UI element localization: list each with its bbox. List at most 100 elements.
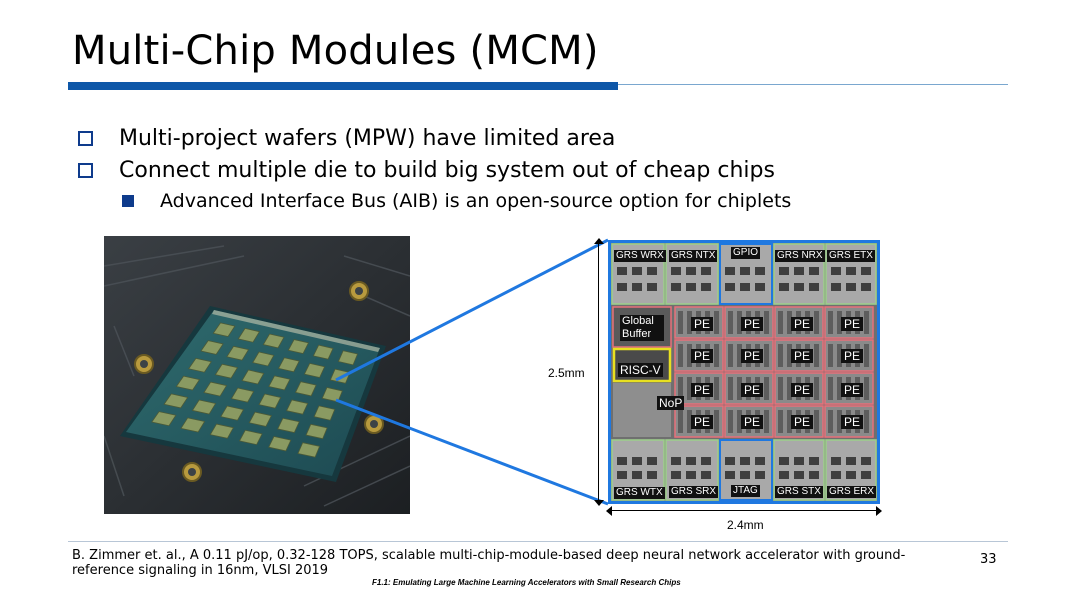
io-pad (755, 471, 765, 479)
pe-stripe (814, 410, 819, 433)
pe-stripe (778, 344, 783, 367)
pe-stripe (678, 410, 683, 433)
sub-bullet-text: Advanced Interface Bus (AIB) is an open-… (160, 190, 792, 212)
chiplet-die (238, 429, 263, 446)
arrow-left-icon (606, 506, 612, 516)
io-pad (686, 471, 696, 479)
pe-stripe (864, 311, 869, 334)
pe-stripe (828, 377, 833, 400)
chiplet-die (268, 375, 291, 391)
width-dimension-line (608, 510, 880, 511)
pe-stripe (714, 377, 719, 400)
io-pad (740, 471, 750, 479)
io-pad (701, 283, 711, 291)
io-pad (701, 457, 711, 465)
io-pad (809, 457, 819, 465)
chiplet-array (151, 322, 359, 458)
pe-label: PE (841, 349, 864, 363)
io-label-grs-nrx: GRS NRX (775, 250, 825, 262)
io-pad (632, 267, 642, 275)
io-label-gpio: GPIO (731, 247, 761, 259)
io-pad (671, 267, 681, 275)
io-pad (725, 471, 735, 479)
bullet-text: Connect multiple die to build big system… (119, 157, 775, 183)
pe-label: PE (691, 415, 714, 429)
pe-stripe (864, 344, 869, 367)
io-pad (701, 267, 711, 275)
io-pad (755, 283, 765, 291)
hollow-square-bullet-icon (78, 162, 93, 178)
chiplet-die (209, 423, 234, 439)
pe-label: PE (691, 349, 714, 363)
solid-square-bullet-icon (122, 195, 134, 207)
footer-caption: F1.1: Emulating Large Machine Learning A… (372, 578, 681, 587)
chiplet-die (286, 399, 309, 415)
chiplet-die (262, 333, 285, 349)
io-label-grs-stx: GRS STX (775, 486, 823, 498)
mcm-package-photo (104, 236, 410, 514)
chiplet-die (268, 436, 292, 452)
height-dimension-line (598, 240, 599, 504)
chiplet-die (329, 368, 351, 384)
chiplet-die (163, 393, 189, 409)
hollow-square-bullet-icon (78, 130, 93, 146)
chiplet-die (220, 405, 245, 421)
io-pad (846, 267, 856, 275)
chiplet-die (321, 387, 343, 403)
footer-citation: B. Zimmer et. al., A 0.11 pJ/op, 0.32-12… (72, 548, 906, 578)
io-pad (831, 471, 841, 479)
chiplet-die (200, 340, 224, 355)
pe-stripe (787, 344, 792, 367)
io-pad (647, 283, 657, 291)
die-height-label: 2.5mm (548, 366, 585, 380)
pe-label: PE (841, 317, 864, 331)
io-pad (755, 457, 765, 465)
pe-stripe (737, 410, 742, 433)
pe-stripe (678, 344, 683, 367)
page-number: 33 (980, 552, 997, 567)
pe-label: PE (741, 349, 764, 363)
chiplet-die (188, 357, 212, 373)
io-pad (846, 471, 856, 479)
global-buffer-label: Global Buffer (620, 315, 664, 341)
io-pad (632, 283, 642, 291)
chiplet-die (241, 369, 265, 385)
io-pad (809, 267, 819, 275)
chiplet-die (203, 381, 228, 397)
io-pad (632, 471, 642, 479)
chiplet-die (214, 363, 239, 379)
chiplet-die (226, 345, 250, 361)
io-pad (617, 283, 627, 291)
chiplet-die (287, 339, 310, 354)
pe-label: PE (791, 415, 814, 429)
io-pad (617, 267, 627, 275)
pe-stripe (764, 410, 769, 433)
io-pad (831, 283, 841, 291)
io-pad (779, 471, 789, 479)
pe-stripe (714, 410, 719, 433)
io-pad (794, 283, 804, 291)
chiplet-die (212, 322, 236, 338)
pe-label: PE (741, 317, 764, 331)
io-pad (701, 471, 711, 479)
pe-stripe (864, 410, 869, 433)
pe-stripe (787, 410, 792, 433)
pe-label: PE (841, 415, 864, 429)
pe-stripe (764, 311, 769, 334)
pe-stripe (737, 311, 742, 334)
pe-label: PE (791, 383, 814, 397)
io-pad (755, 267, 765, 275)
io-pad (861, 283, 871, 291)
io-pad (794, 267, 804, 275)
title-underline (68, 82, 618, 90)
pe-label: PE (791, 317, 814, 331)
pe-stripe (837, 311, 842, 334)
io-pad (831, 457, 841, 465)
io-pad (809, 471, 819, 479)
chiplet-die (151, 411, 177, 427)
io-pad (632, 457, 642, 465)
pe-stripe (837, 344, 842, 367)
riscv-label: RISC-V (618, 363, 663, 377)
io-pad (861, 267, 871, 275)
pe-stripe (687, 410, 692, 433)
